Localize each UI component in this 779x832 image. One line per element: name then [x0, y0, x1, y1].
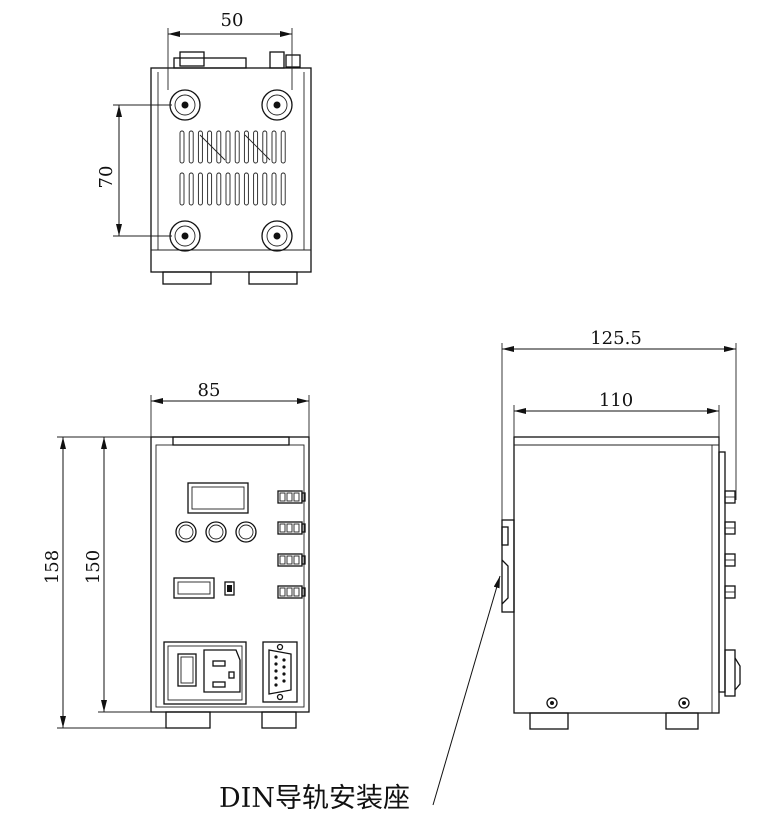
power-switch: [724, 649, 736, 697]
vent-grille: [179, 130, 286, 206]
top-view-body: [150, 67, 312, 273]
vent-slot: [280, 130, 286, 164]
front-body-height-dimension: 150: [83, 550, 104, 584]
terminal-connector-icon: [277, 585, 306, 599]
front-view: 85 158 150: [42, 380, 310, 729]
side-view: 125.5 110: [501, 328, 741, 730]
mounting-hole-icon: [169, 220, 201, 252]
screw-icon: [546, 697, 558, 709]
top-width-dimension: 50: [221, 10, 244, 31]
front-overall-height-dimension: 158: [42, 550, 63, 584]
vent-slot: [216, 172, 222, 206]
side-overall-depth-dimension: 125.5: [590, 328, 642, 349]
vent-slot: [234, 172, 240, 206]
vent-slot: [271, 172, 277, 206]
vent-slot: [262, 172, 268, 206]
side-view-body: [513, 436, 720, 714]
mounting-hole-icon: [261, 89, 293, 121]
vent-slot: [253, 172, 259, 206]
screw-icon: [678, 697, 690, 709]
vent-slot: [271, 130, 277, 164]
vent-slot: [262, 130, 268, 164]
ac-power-inlet: [163, 641, 247, 705]
serial-port-icon: [262, 641, 298, 703]
secondary-display: [173, 577, 215, 599]
vent-slot: [207, 130, 213, 164]
vent-slot: [243, 172, 249, 206]
front-width-dimension: 85: [198, 380, 221, 401]
vent-slot: [197, 172, 203, 206]
vent-slot: [234, 130, 240, 164]
vent-slot: [188, 130, 194, 164]
vent-slot: [179, 172, 185, 206]
terminal-lug-icon: [724, 553, 736, 567]
top-height-dimension: 70: [96, 166, 117, 189]
display-window: [187, 482, 249, 514]
knob-icon: [175, 521, 197, 543]
mounting-hole-icon: [261, 220, 293, 252]
vent-slot: [179, 130, 185, 164]
vent-slot: [188, 172, 194, 206]
terminal-lug-icon: [724, 490, 736, 504]
terminal-lug-icon: [724, 585, 736, 599]
vent-slot: [243, 130, 249, 164]
selector-switch: [224, 581, 235, 596]
terminal-connector-icon: [277, 490, 306, 504]
front-view-body: [150, 436, 310, 713]
terminal-lug-icon: [724, 521, 736, 535]
din-rail-mount: [501, 519, 515, 613]
knob-icon: [235, 521, 257, 543]
terminal-connector-icon: [277, 553, 306, 567]
terminal-connectors: [277, 490, 306, 599]
vent-slot: [207, 172, 213, 206]
vent-slot: [197, 130, 203, 164]
side-body-depth-dimension: 110: [599, 390, 633, 411]
din-rail-mount-label: DIN导轨安装座: [219, 783, 410, 814]
din-callout: DIN导轨安装座: [219, 575, 501, 814]
vent-slot: [216, 130, 222, 164]
vent-slot: [225, 172, 231, 206]
vent-slot: [280, 172, 286, 206]
top-view: 50 70: [96, 10, 312, 285]
terminal-connector-icon: [277, 521, 306, 535]
vent-slot: [225, 130, 231, 164]
mounting-hole-icon: [169, 89, 201, 121]
knob-icon: [205, 521, 227, 543]
side-terminal-lugs: [724, 490, 736, 599]
